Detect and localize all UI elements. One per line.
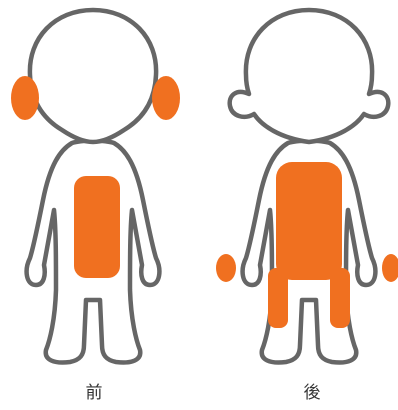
front-figure bbox=[11, 7, 180, 365]
front-label: 前 bbox=[85, 383, 103, 403]
back-left-thigh-highlight bbox=[268, 268, 288, 328]
front-right-ear-highlight bbox=[152, 76, 180, 120]
back-head-outline bbox=[227, 7, 391, 145]
back-right-thigh-highlight bbox=[330, 268, 350, 328]
back-right-hand-highlight bbox=[382, 254, 398, 282]
back-left-hand-highlight bbox=[216, 254, 236, 282]
front-left-ear-highlight bbox=[11, 76, 39, 120]
back-figure bbox=[216, 7, 398, 365]
back-upper-back-highlight bbox=[276, 162, 342, 280]
body-figures bbox=[11, 7, 398, 365]
back-label: 後 bbox=[303, 383, 321, 403]
front-torso-highlight bbox=[74, 176, 120, 278]
front-head-outline bbox=[27, 7, 159, 145]
